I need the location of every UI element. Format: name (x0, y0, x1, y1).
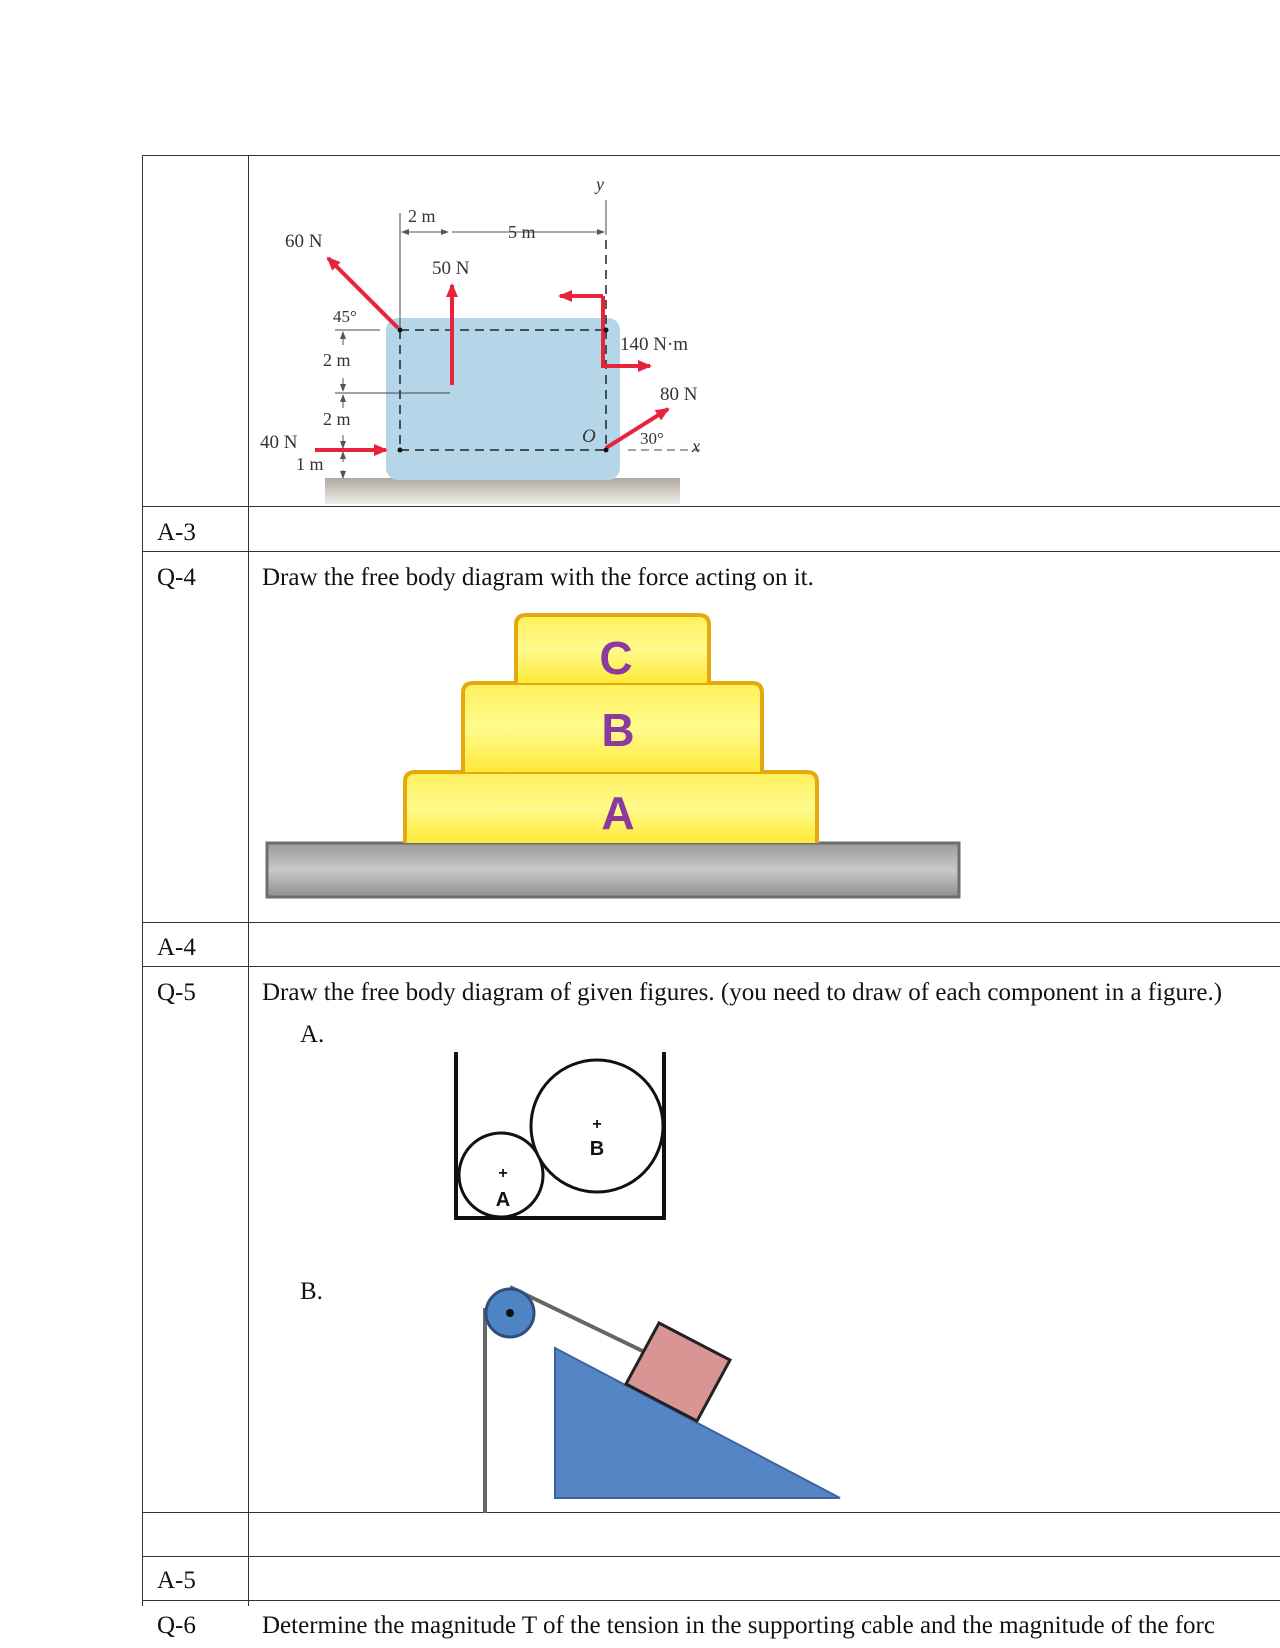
incline-cable (509, 1285, 656, 1359)
figure-force-system: 60 N 45° 2 m 5 m y 50 N 140 N·m 80 N 30°… (260, 174, 700, 504)
table-row-line (142, 506, 1280, 507)
figure-stacked-blocks: C B A (265, 613, 961, 899)
label-40n: 40 N (260, 432, 298, 453)
label-x-axis: x (691, 436, 700, 456)
cylinder-a (457, 1131, 545, 1219)
table-row-line (142, 922, 1280, 923)
point-marker (397, 327, 403, 333)
moment-arrow-140nm (601, 296, 652, 372)
point-marker (397, 447, 403, 453)
cylinder-b (529, 1058, 665, 1194)
cylinder-b-label: B (590, 1138, 604, 1160)
q5-part-b-label: B. (300, 1278, 323, 1305)
ground-strip (325, 478, 680, 504)
cylinder-b-center-mark: + (592, 1116, 601, 1133)
q5-part-a-label: A. (300, 1021, 325, 1048)
row-label-q5: Q-5 (157, 979, 196, 1006)
dashed-reference-lines (399, 240, 607, 451)
sliding-box (623, 1320, 733, 1424)
table-left-border (142, 155, 143, 1606)
question-q5-text: Draw the free body diagram of given figu… (262, 979, 1223, 1006)
block-label-a: A (601, 787, 634, 839)
label-y-axis: y (594, 174, 604, 194)
figure-pulley-incline (483, 1285, 841, 1513)
row-label-a5: A-5 (157, 1567, 196, 1594)
label-45deg: 45° (333, 307, 357, 326)
label-60n: 60 N (285, 231, 323, 252)
label-50n: 50 N (432, 258, 470, 279)
table-row-line (142, 551, 1280, 552)
row-label-a3: A-3 (157, 519, 196, 546)
row-label-q6: Q-6 (157, 1612, 196, 1639)
table-row-line (142, 1512, 1280, 1513)
block-c (514, 613, 711, 683)
point-marker (603, 447, 609, 453)
table-row-line (142, 966, 1280, 967)
label-1m: 1 m (296, 454, 324, 474)
label-30deg: 30° (640, 429, 664, 448)
table-row-line (142, 155, 1280, 156)
label-2m-top: 2 m (408, 206, 436, 226)
table-row-line (142, 1600, 1280, 1601)
force-arrow-60n (326, 256, 400, 330)
force-arrow-80n (604, 407, 670, 450)
table-column-divider (248, 155, 249, 1606)
row-label-q4: Q-4 (157, 564, 196, 591)
label-2m-b: 2 m (323, 409, 351, 429)
block-label-c: C (599, 632, 632, 684)
point-marker (603, 327, 609, 333)
label-80n: 80 N (660, 384, 698, 405)
label-2m-a: 2 m (323, 350, 351, 370)
cylinder-a-center-mark: + (498, 1165, 507, 1182)
row-label-a4: A-4 (157, 934, 196, 961)
question-q4-text: Draw the free body diagram with the forc… (262, 564, 814, 591)
base-platform (265, 841, 961, 899)
label-140nm: 140 N·m (620, 334, 688, 355)
figure-cylinders-in-box: + A + B (454, 1052, 666, 1220)
label-5m: 5 m (508, 222, 536, 242)
pulley-axle (506, 1309, 514, 1317)
question-q6-text: Determine the magnitude T of the tension… (262, 1612, 1215, 1639)
plate-body (386, 318, 620, 480)
cylinder-a-label: A (496, 1189, 510, 1211)
table-row-line (142, 1556, 1280, 1557)
block-label-b: B (601, 704, 634, 756)
label-origin: O (582, 426, 596, 447)
container-walls (454, 1052, 666, 1220)
